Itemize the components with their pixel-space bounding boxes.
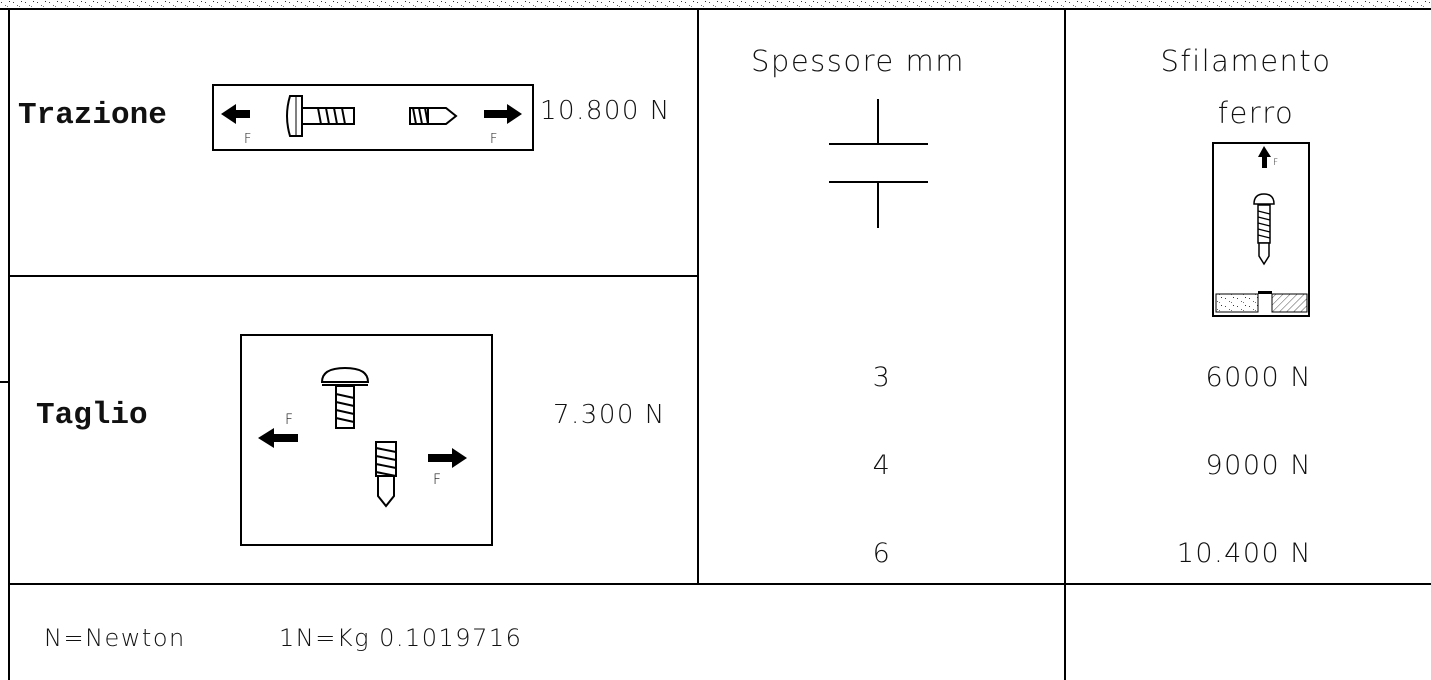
- capacitor-symbol-icon: [829, 99, 928, 228]
- thickness-value: 6: [873, 538, 892, 569]
- screw-head-icon: [320, 366, 370, 429]
- arrow-up-icon: [1258, 146, 1271, 168]
- force-label: F: [244, 132, 253, 147]
- force-label: F: [433, 472, 443, 488]
- top-border-noise: [0, 0, 1431, 9]
- pullout-column: Sfilamento ferro F 6000 N 9000 N 10.400 …: [1160, 44, 1331, 569]
- screw-tip-icon: [375, 441, 397, 508]
- thickness-header: Spessore mm: [751, 44, 965, 78]
- shear-row: Taglio F F 7.300 N: [36, 334, 666, 546]
- arrow-left-icon: [221, 104, 250, 124]
- pullout-value: 10.400 N: [1177, 538, 1312, 569]
- thickness-column: Spessore mm 3 4 6: [751, 44, 965, 569]
- unit-note: N=Newton: [44, 624, 186, 652]
- traction-value: 10.800 N: [540, 96, 671, 126]
- thickness-value: 3: [873, 362, 892, 393]
- thickness-value: 4: [873, 450, 892, 481]
- arrow-left-icon: [258, 428, 298, 448]
- pullout-diagram: F: [1212, 142, 1310, 317]
- screw-tip-icon: [409, 107, 458, 125]
- force-label: F: [1273, 158, 1280, 168]
- shear-label: Taglio: [36, 398, 148, 433]
- pullout-value: 6000 N: [1206, 362, 1313, 393]
- shear-diagram: F F: [240, 334, 493, 546]
- screw-head-icon: [286, 95, 355, 137]
- pullout-header-sub: ferro: [1218, 96, 1295, 130]
- force-label: F: [490, 132, 499, 147]
- traction-diagram: F F: [212, 84, 534, 151]
- screw-icon: [1253, 193, 1275, 266]
- shear-value: 7.300 N: [553, 400, 666, 430]
- unit-conversion: 1N=Kg 0.1019716: [279, 624, 522, 652]
- plate-section-icon: [1215, 291, 1308, 313]
- arrow-right-icon: [428, 448, 467, 468]
- arrow-right-icon: [484, 104, 522, 124]
- pullout-value: 9000 N: [1206, 450, 1313, 481]
- pullout-header: Sfilamento: [1160, 44, 1331, 78]
- force-label: F: [285, 412, 295, 428]
- table-grid: [0, 9, 1431, 680]
- traction-row: Trazione F F 10.800 N: [18, 84, 671, 151]
- traction-label: Trazione: [18, 98, 167, 133]
- footer-row: N=Newton 1N=Kg 0.1019716: [44, 624, 522, 652]
